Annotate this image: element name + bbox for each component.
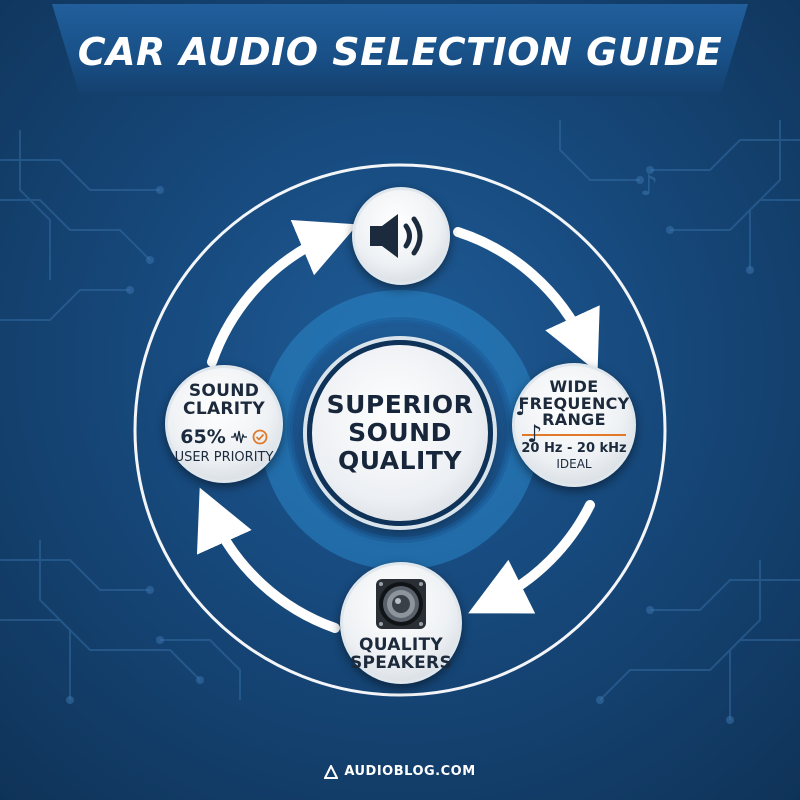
node-sound-clarity: SOUND CLARITY 65% USER PRIORITY	[165, 365, 283, 483]
center-core: SUPERIOR SOUND QUALITY	[307, 340, 493, 526]
clarity-label-line1: SOUND	[188, 380, 260, 401]
clarity-sub-label: USER PRIORITY	[174, 450, 274, 466]
center-title-line3: QUALITY	[337, 446, 462, 475]
footer: AUDIOBLOG.COM	[0, 764, 800, 783]
outer-ring	[133, 163, 667, 697]
inner-ring-dark	[287, 317, 513, 543]
frequency-label-line2: FREQUENCY	[518, 393, 630, 413]
music-note-icon-2: ♪	[527, 420, 543, 448]
speakers-label-line2: SPEAKERS	[350, 652, 452, 673]
frequency-label-line3: RANGE	[542, 410, 606, 430]
arrow-left-top	[207, 220, 358, 367]
frequency-note: IDEAL	[556, 457, 592, 472]
clarity-label: SOUND CLARITY	[183, 380, 265, 419]
arrow-top-right	[453, 227, 600, 373]
sound-wave-icon	[230, 431, 247, 444]
svg-text:♪: ♪	[640, 169, 658, 202]
title-banner: CAR AUDIO SELECTION GUIDE	[52, 4, 748, 96]
node-quality-speakers: QUALITY SPEAKERS	[340, 562, 462, 684]
speakers-label: QUALITY SPEAKERS	[350, 635, 452, 673]
page-title: CAR AUDIO SELECTION GUIDE	[77, 30, 723, 74]
frequency-divider	[522, 434, 626, 437]
checkmark-circle-icon	[252, 429, 268, 445]
frequency-label: WIDE FREQUENCY RANGE	[518, 376, 630, 430]
arrow-right-bottom	[468, 500, 595, 614]
center-title-line1: SUPERIOR	[326, 390, 474, 419]
node-frequency-range: WIDE FREQUENCY RANGE 20 Hz - 20 kHz IDEA…	[512, 363, 636, 487]
speaker-volume-icon	[370, 214, 423, 258]
footer-brand[interactable]: AUDIOBLOG.COM	[344, 764, 476, 779]
frequency-range-value: 20 Hz - 20 kHz	[521, 441, 627, 457]
clarity-label-line2: CLARITY	[183, 398, 265, 419]
center-title-line2: SOUND	[348, 418, 452, 447]
frequency-label-line1: WIDE	[549, 376, 599, 396]
speaker-cone-icon	[376, 579, 426, 629]
clarity-percentage: 65%	[180, 426, 226, 449]
triangle-logo-icon	[324, 764, 339, 779]
speakers-label-line1: QUALITY	[358, 635, 444, 655]
music-note-icon: ♩	[515, 393, 527, 421]
node-speaker-volume	[352, 187, 450, 285]
center-title: SUPERIOR SOUND QUALITY	[327, 391, 474, 475]
clarity-stat-row: 65%	[180, 426, 268, 449]
arrow-bottom-left	[196, 487, 340, 633]
